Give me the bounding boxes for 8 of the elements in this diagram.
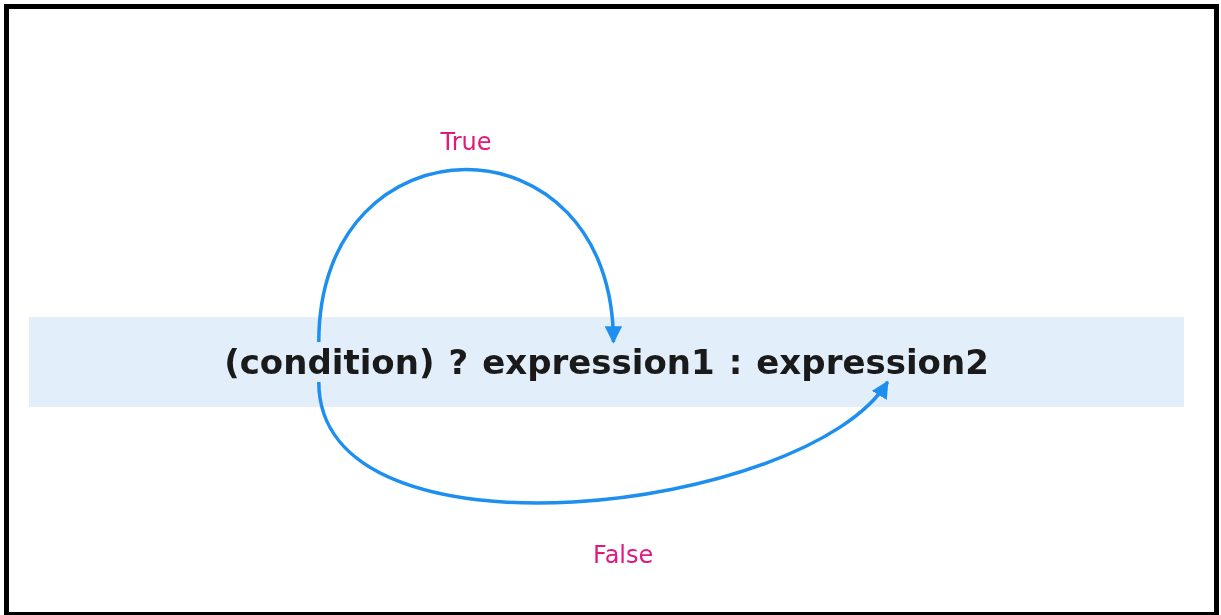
expression-text: expression2 <box>756 342 989 382</box>
highlight-band <box>29 317 1184 407</box>
expression-text: expression1 <box>482 342 715 382</box>
operator-symbol: : <box>728 342 743 382</box>
curved-arrow <box>317 380 889 505</box>
curved-arrow <box>317 168 621 344</box>
operator-symbol: ? <box>448 342 469 382</box>
expression-text: (condition) <box>224 342 435 382</box>
